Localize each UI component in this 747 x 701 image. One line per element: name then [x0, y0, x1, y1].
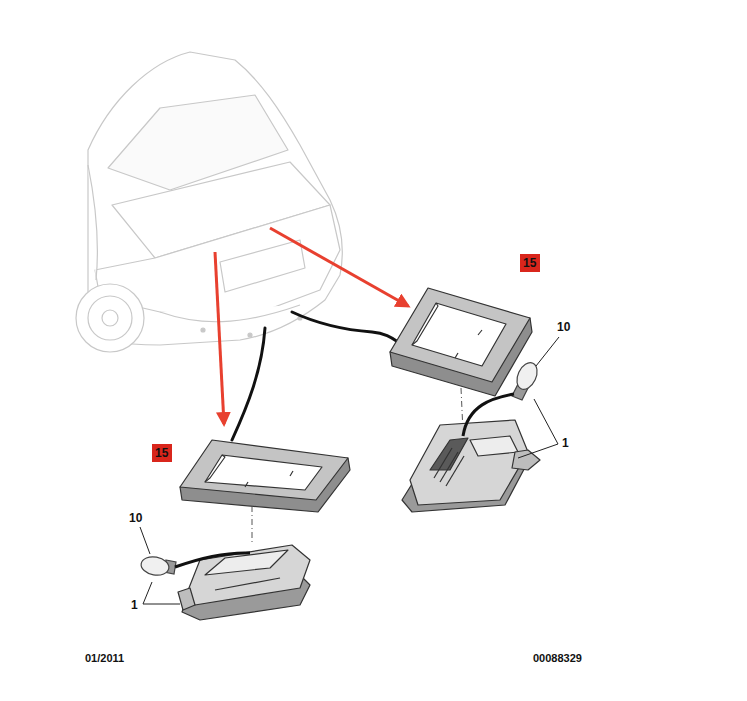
cable	[175, 553, 250, 567]
callout-number: 15	[155, 446, 169, 460]
callout-number: 10	[129, 511, 142, 525]
callout-number: 10	[557, 320, 570, 334]
lamp-housing	[178, 545, 310, 620]
pointer-arrow	[215, 228, 408, 424]
callout-number: 1	[131, 598, 138, 612]
leader-line	[140, 337, 559, 604]
callout-number: 1	[562, 436, 569, 450]
car-outline	[76, 52, 342, 352]
lamp-housing	[402, 420, 540, 512]
date-stamp: 01/2011	[85, 651, 124, 665]
lens-frame	[390, 288, 532, 396]
drawing-number: 00088329	[533, 651, 582, 665]
cable	[232, 312, 398, 440]
lens-frame	[180, 440, 350, 512]
callout-number: 15	[523, 256, 537, 270]
callout-box: 15	[520, 254, 540, 272]
bulb	[140, 555, 176, 578]
callout-box: 15	[152, 444, 172, 462]
cable	[463, 394, 514, 436]
